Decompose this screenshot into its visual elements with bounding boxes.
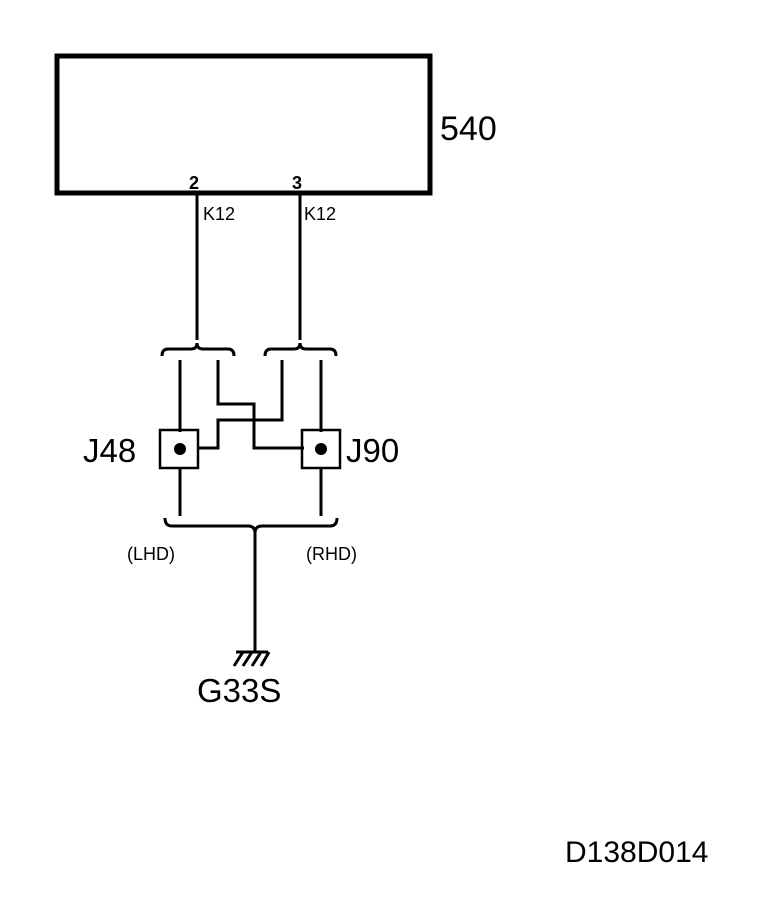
- pin-3-label: 3: [292, 173, 302, 193]
- component-label: 540: [440, 110, 497, 148]
- connector-j90-dot: [315, 443, 327, 455]
- connector-j48-dot: [174, 443, 186, 455]
- connector-j48-label: J48: [83, 432, 136, 469]
- connector-j90-box: [300, 428, 342, 470]
- rhd-note: (RHD): [306, 544, 357, 564]
- ground-label: G33S: [197, 672, 281, 709]
- brace-left-upper: [160, 342, 236, 357]
- lhd-note: (LHD): [127, 544, 175, 564]
- pin-2-label: 2: [189, 173, 199, 193]
- wire-label-pin-2: K12: [203, 204, 235, 224]
- wire-cross-to-j90: [216, 360, 304, 450]
- brace-right-upper: [263, 342, 338, 357]
- component-540-box: [54, 53, 433, 196]
- wire-cross-to-j48: [198, 360, 284, 450]
- connector-j48-box: [158, 428, 200, 470]
- connector-j90-label: J90: [346, 432, 399, 469]
- diagram-code: D138D014: [565, 836, 708, 869]
- brace-lower: [163, 517, 339, 534]
- wires: [160, 195, 339, 652]
- wire-label-pin-3: K12: [304, 204, 336, 224]
- ground-icon: [232, 650, 271, 667]
